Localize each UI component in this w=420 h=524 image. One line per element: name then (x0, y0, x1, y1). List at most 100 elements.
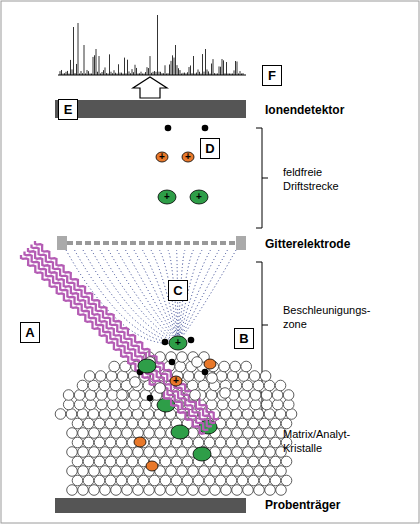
spectrum-peak (93, 57, 94, 75)
crystal-grain (248, 437, 259, 448)
crystal-grain (230, 361, 241, 372)
spectrum-peak (204, 72, 205, 75)
crystal-grain (83, 418, 94, 429)
crystal-grain (99, 380, 110, 391)
crystal-grain (138, 475, 149, 486)
crystal-grain (270, 418, 281, 429)
crystal-grain (270, 456, 281, 467)
callout-letter: A (25, 326, 34, 339)
crystal-grain (228, 399, 239, 410)
spectrum-peak (165, 65, 166, 75)
matrix-ion (204, 359, 216, 369)
crystal-grain (77, 409, 88, 420)
crystal-grain (231, 409, 242, 420)
spectrum-peak (208, 71, 209, 75)
crystal-grain (283, 399, 294, 410)
neutral-particle (169, 359, 176, 366)
spectrum-peak (220, 67, 221, 75)
crystal-grain (155, 447, 166, 458)
matrix-molecule (117, 390, 128, 401)
crystal-grain (74, 399, 85, 410)
spectrum-peak (96, 49, 97, 75)
charge-sign: + (196, 192, 202, 202)
matrix-molecule (207, 373, 218, 384)
crystal-grain (237, 456, 248, 467)
crystal-grain (281, 456, 292, 467)
crystal-grain (183, 371, 194, 382)
spectrum-peak (223, 60, 224, 75)
crystal-grain (182, 456, 193, 467)
crystal-grain (283, 390, 294, 401)
region-label: Beschleunigungs- zone (283, 304, 383, 332)
crystal-grain (160, 437, 171, 448)
crystal-grain (122, 466, 133, 477)
crystal-grain (166, 447, 177, 458)
crystal-grain (243, 485, 254, 496)
crystal-grain (111, 447, 122, 458)
callout-box: E (58, 99, 78, 120)
crystal-grain (199, 466, 210, 477)
callout-letter: C (173, 284, 182, 297)
spectrum-peak (169, 64, 170, 75)
spectrum-peak (219, 66, 220, 75)
spectrum-peak (61, 70, 62, 75)
matrix-ion (182, 152, 194, 162)
neutral-particle (188, 337, 195, 344)
spectrum-peak (67, 71, 68, 75)
crystal-grain (83, 475, 94, 486)
spectrum-peak (240, 71, 241, 75)
crystal-grain (149, 418, 160, 429)
neutral-particle (162, 339, 169, 346)
spectrum-peak (190, 65, 191, 75)
crystal-grain (67, 428, 78, 439)
callout-box: F (262, 65, 282, 86)
crystal-grain (129, 390, 140, 401)
crystal-grain (94, 456, 105, 467)
crystal-grain (78, 447, 89, 458)
matrix-crystals (55, 352, 297, 496)
spectrum-peak (76, 64, 77, 75)
spectrum-peak (87, 70, 88, 75)
crystal-grain (63, 390, 74, 401)
crystal-grain (259, 418, 270, 429)
spectrum-peak (177, 65, 178, 75)
spectrum-peak (136, 68, 137, 75)
crystal-grain (232, 466, 243, 477)
crystal-grain (276, 466, 287, 477)
crystal-grain (264, 409, 275, 420)
crystal-grain (149, 475, 160, 486)
analyte-ion (190, 190, 208, 204)
crystal-grain (116, 475, 127, 486)
spectrum-peak (226, 62, 227, 75)
crystal-grain (206, 390, 217, 401)
crystal-grain (259, 456, 270, 467)
crystal-grain (72, 475, 83, 486)
crystal-grain (144, 447, 155, 458)
crystal-grain (281, 418, 292, 429)
spectrum-peak (172, 55, 173, 75)
crystal-grain (106, 371, 117, 382)
spectrum-peak (154, 71, 155, 75)
crystal-grain (55, 409, 66, 420)
spectrum-peak (72, 69, 73, 75)
crystal-grain (89, 447, 100, 458)
crystal-grain (254, 466, 265, 477)
crystal-grain (238, 371, 249, 382)
spectrum-peak (189, 67, 190, 75)
crystal-grain (83, 456, 94, 467)
laser-beam (21, 241, 219, 434)
matrix-ion (156, 152, 168, 162)
analyte-ion (169, 336, 187, 350)
crystal-grain (232, 428, 243, 439)
charge-sign: + (175, 338, 181, 348)
crystal-grain (248, 475, 259, 486)
spectrum-peak (207, 69, 208, 75)
crystal-grain (232, 447, 243, 458)
crystal-grain (243, 466, 254, 477)
crystal-grain (100, 466, 111, 477)
crystal-grain (221, 447, 232, 458)
crystal-grain (221, 428, 232, 439)
crystal-grain (281, 475, 292, 486)
matrix-molecule (192, 357, 203, 368)
